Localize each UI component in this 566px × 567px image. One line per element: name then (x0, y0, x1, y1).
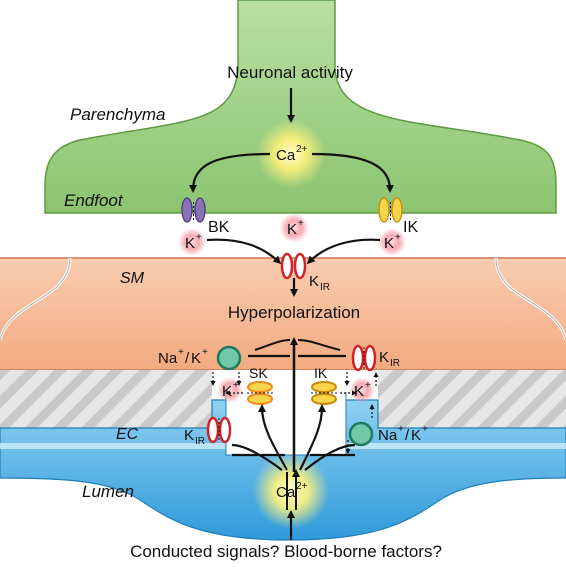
svg-text:+: + (422, 424, 428, 435)
svg-text:K: K (222, 383, 232, 400)
hyperpolarization-label: Hyperpolarization (228, 303, 360, 322)
svg-text:+: + (202, 347, 208, 358)
ik-channel-icon (311, 381, 337, 405)
bk-label: BK (208, 219, 230, 236)
svg-text:K: K (185, 235, 195, 252)
potassium-glow (178, 228, 206, 256)
svg-text:+: + (196, 232, 202, 243)
kir-label: K IR (309, 273, 330, 293)
kir-label: K IR (184, 427, 205, 447)
kir-channel-icon (206, 416, 232, 444)
svg-text:Na: Na (378, 427, 398, 444)
bottom-caption: Conducted signals? Blood-borne factors? (130, 542, 442, 561)
endfoot-label: Endfoot (64, 191, 124, 210)
basement-membrane-right (378, 370, 566, 428)
svg-text:IR: IR (390, 358, 400, 369)
svg-text:+: + (298, 218, 304, 229)
ec-label: EC (116, 426, 139, 443)
kir-channel-icon (351, 344, 377, 372)
lumen-label: Lumen (82, 482, 134, 501)
svg-text:+: + (395, 232, 401, 243)
calcium-glow-endfoot (257, 120, 325, 188)
svg-text:K: K (287, 221, 297, 238)
svg-text:Na: Na (158, 350, 178, 367)
potassium-label: K + (287, 218, 304, 238)
ik-label-ec: IK (314, 365, 328, 381)
na-k-pump-icon (348, 421, 374, 447)
ik-label-endfoot: IK (403, 219, 418, 236)
potassium-label: K + (354, 380, 371, 400)
efflux-arrows (210, 372, 379, 454)
potassium-glow (349, 377, 375, 403)
sk-channel-icon (247, 381, 273, 405)
svg-text:K: K (379, 349, 389, 366)
calcium-label-lumen: Ca 2+ (276, 481, 308, 501)
potassium-label: K + (222, 380, 239, 400)
na-k-label-ec: Na + / K + (378, 424, 428, 444)
potassium-glow (279, 213, 309, 243)
na-k-label-sm: Na + / K + (158, 347, 208, 367)
neuronal-activity-label: Neuronal activity (227, 63, 353, 82)
svg-text:K: K (191, 350, 201, 367)
svg-text:K: K (411, 427, 421, 444)
sm-label: SM (120, 270, 145, 287)
sk-label: SK (249, 365, 268, 381)
smooth-muscle-layer (0, 258, 566, 370)
potassium-label: K + (384, 232, 401, 252)
svg-text:/: / (405, 427, 410, 444)
svg-text:K: K (354, 383, 364, 400)
kir-label: K IR (379, 349, 400, 369)
svg-text:K: K (184, 427, 194, 444)
bk-channel-icon (181, 197, 206, 223)
kir-channel-icon (280, 252, 307, 280)
svg-text:K: K (309, 273, 319, 290)
parenchyma-label: Parenchyma (70, 105, 165, 124)
na-k-pump-icon (216, 345, 242, 371)
svg-text:/: / (185, 350, 190, 367)
signal-arrows (189, 88, 394, 540)
svg-text:Ca: Ca (276, 484, 296, 501)
endfoot-shape (44, 0, 557, 214)
potassium-label: K + (185, 232, 202, 252)
potassium-glow (378, 228, 406, 256)
svg-text:2+: 2+ (296, 481, 308, 492)
svg-text:IR: IR (320, 282, 330, 293)
svg-text:Ca: Ca (276, 147, 296, 164)
svg-text:+: + (398, 424, 404, 435)
svg-text:+: + (365, 380, 371, 391)
svg-text:IR: IR (195, 436, 205, 447)
calcium-glow-lumen (253, 453, 329, 529)
svg-text:+: + (178, 347, 184, 358)
svg-text:+: + (233, 380, 239, 391)
svg-text:K: K (384, 235, 394, 252)
svg-text:2+: 2+ (296, 144, 308, 155)
ik-channel-icon (378, 197, 403, 223)
calcium-label-endfoot: Ca 2+ (276, 144, 308, 164)
basement-membrane-left (0, 370, 212, 428)
